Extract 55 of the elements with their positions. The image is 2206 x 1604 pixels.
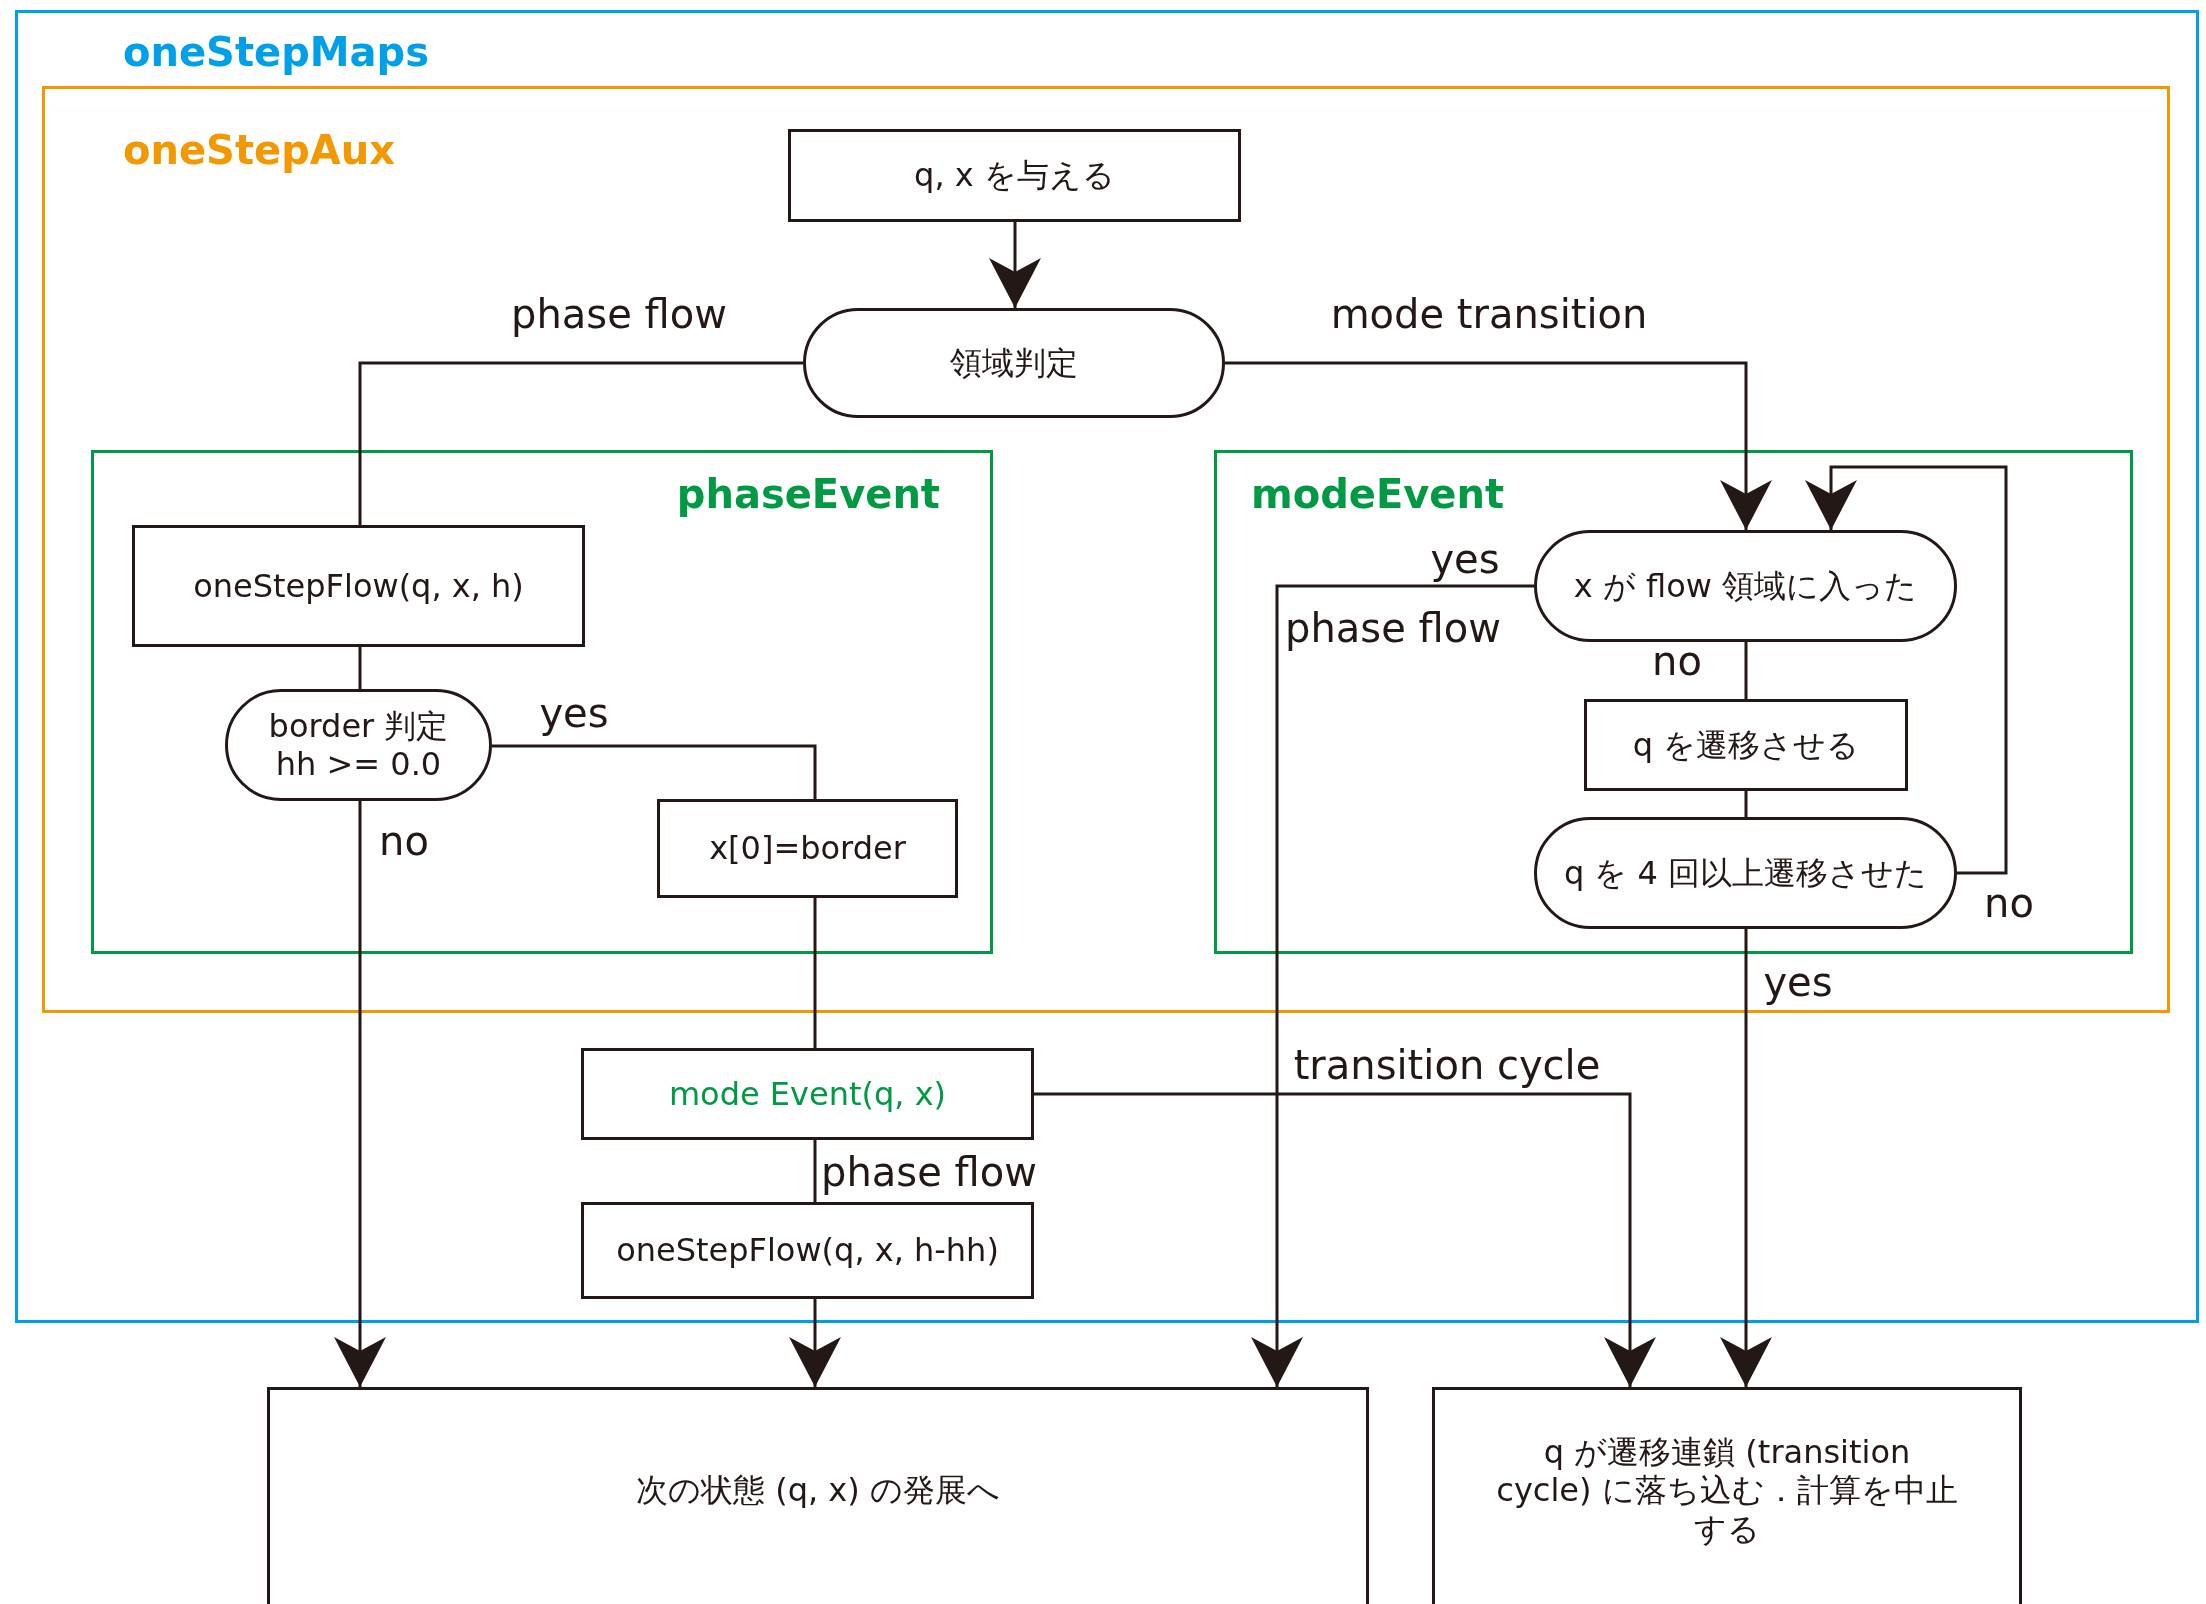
connector (1744, 642, 1748, 699)
arrow (1251, 584, 1534, 1387)
node-text: q を遷移させる (1632, 725, 1860, 765)
connector (358, 361, 803, 525)
process-box (788, 129, 1241, 222)
edge-label: yes (1763, 960, 1833, 1004)
arrow (1805, 465, 2008, 875)
arrow (1720, 929, 1772, 1387)
connector (358, 647, 362, 689)
node-text: q を 4 回以上遷移させた (1563, 853, 1928, 893)
edge-label: transition cycle (1293, 1043, 1601, 1087)
edge-label: yes (1430, 537, 1500, 581)
flow-label: phase flow (1285, 606, 1501, 650)
node-text: x が flow 領域に入った (1573, 566, 1918, 606)
edge-label: no (1652, 639, 1702, 683)
group-frame (91, 450, 993, 954)
node-text: oneStepFlow(q, x, h) (193, 566, 524, 606)
process-box (267, 1387, 1369, 1604)
node-text: hh >= 0.0 (275, 745, 442, 784)
edge-label: no (379, 819, 429, 863)
arrow (789, 1299, 841, 1387)
group-frame (1214, 450, 2133, 954)
node-text: q が遷移連鎖 (transition cycle) に落ち込む．計算を中止する (1495, 1432, 1959, 1549)
node-text: 次の状態 (q, x) の発展へ (636, 1471, 1000, 1510)
edge-label: phase flow (821, 1150, 1037, 1194)
edge-label: yes (539, 691, 609, 735)
group-frame (42, 86, 2170, 1013)
node-text: x[0]=border (709, 829, 906, 868)
connector (1744, 791, 1748, 817)
arrow (1034, 1092, 1656, 1387)
process-box (657, 799, 958, 898)
connector (813, 898, 817, 1048)
node-text: 領域判定 (950, 343, 1078, 383)
arrow (989, 222, 1041, 308)
node-text: mode Event(q, x) (668, 1074, 947, 1114)
group-title: modeEvent (1251, 471, 1505, 517)
group-frame (15, 10, 2199, 1323)
process-box (1584, 699, 1908, 791)
connector (492, 744, 817, 799)
process-box (581, 1048, 1034, 1140)
process-box (132, 525, 585, 647)
node-text: border 判定 (268, 706, 449, 745)
edge-label: no (1984, 881, 2034, 925)
group-title: oneStepAux (123, 127, 395, 173)
process-box (581, 1202, 1034, 1299)
connector (813, 1140, 817, 1202)
arrow (334, 801, 386, 1387)
group-title: oneStepMaps (123, 29, 429, 75)
node-text: oneStepFlow(q, x, h-hh) (616, 1231, 999, 1270)
group-title: phaseEvent (676, 471, 940, 517)
edge-label: phase flow (511, 292, 727, 336)
arrow (1225, 361, 1772, 530)
edge-label: mode transition (1330, 292, 1648, 336)
node-text: q, x を与える (914, 156, 1115, 195)
process-box (1432, 1387, 2022, 1604)
